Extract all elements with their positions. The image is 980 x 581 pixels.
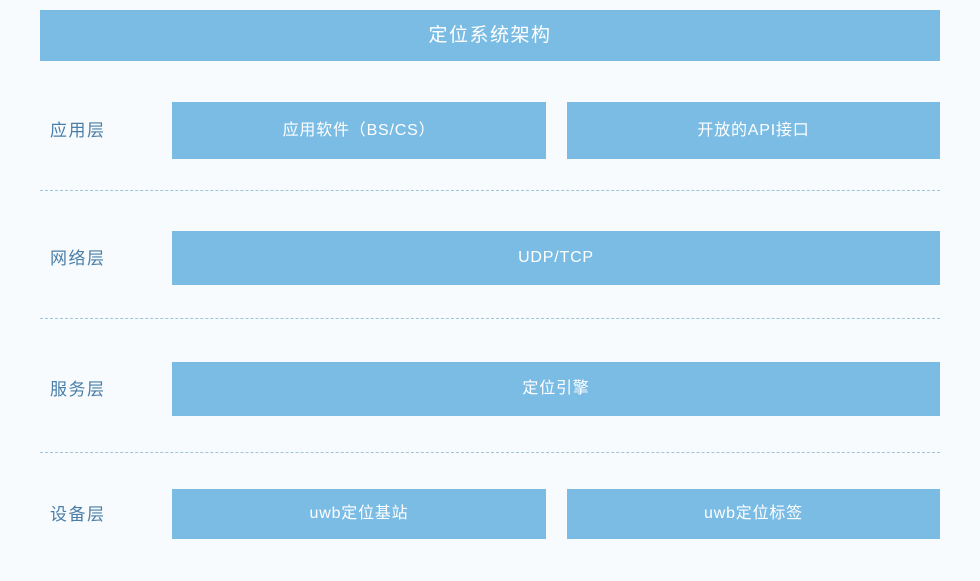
box-uwb-anchor[interactable]: uwb定位基站 [172, 489, 546, 539]
box-open-api[interactable]: 开放的API接口 [567, 102, 940, 159]
layer-divider-3 [40, 452, 940, 453]
box-positioning-engine-label: 定位引擎 [522, 380, 590, 397]
box-udp-tcp-label: UDP/TCP [518, 249, 594, 266]
layer-row-device: 设备层 uwb定位基站 uwb定位标签 [0, 489, 980, 539]
layer-row-application: 应用层 应用软件（BS/CS） 开放的API接口 [0, 102, 980, 159]
layer-label-application: 应用层 [50, 121, 106, 140]
diagram-title-banner: 定位系统架构 [40, 10, 940, 61]
layer-row-service: 服务层 定位引擎 [0, 362, 980, 416]
box-open-api-label: 开放的API接口 [697, 121, 810, 139]
box-application-software-label: 应用软件（BS/CS） [282, 121, 436, 139]
layer-row-network: 网络层 UDP/TCP [0, 231, 980, 285]
layer-divider-1 [40, 190, 940, 191]
box-uwb-tag-label: uwb定位标签 [704, 505, 803, 522]
layer-divider-2 [40, 318, 940, 319]
layer-label-service: 服务层 [50, 380, 106, 399]
box-application-software[interactable]: 应用软件（BS/CS） [172, 102, 546, 159]
layer-label-device: 设备层 [50, 505, 106, 524]
box-uwb-anchor-label: uwb定位基站 [309, 505, 409, 522]
box-udp-tcp[interactable]: UDP/TCP [172, 231, 940, 285]
box-positioning-engine[interactable]: 定位引擎 [172, 362, 940, 416]
box-uwb-tag[interactable]: uwb定位标签 [567, 489, 940, 539]
diagram-title-text: 定位系统架构 [428, 25, 552, 46]
layer-label-network: 网络层 [50, 249, 106, 268]
